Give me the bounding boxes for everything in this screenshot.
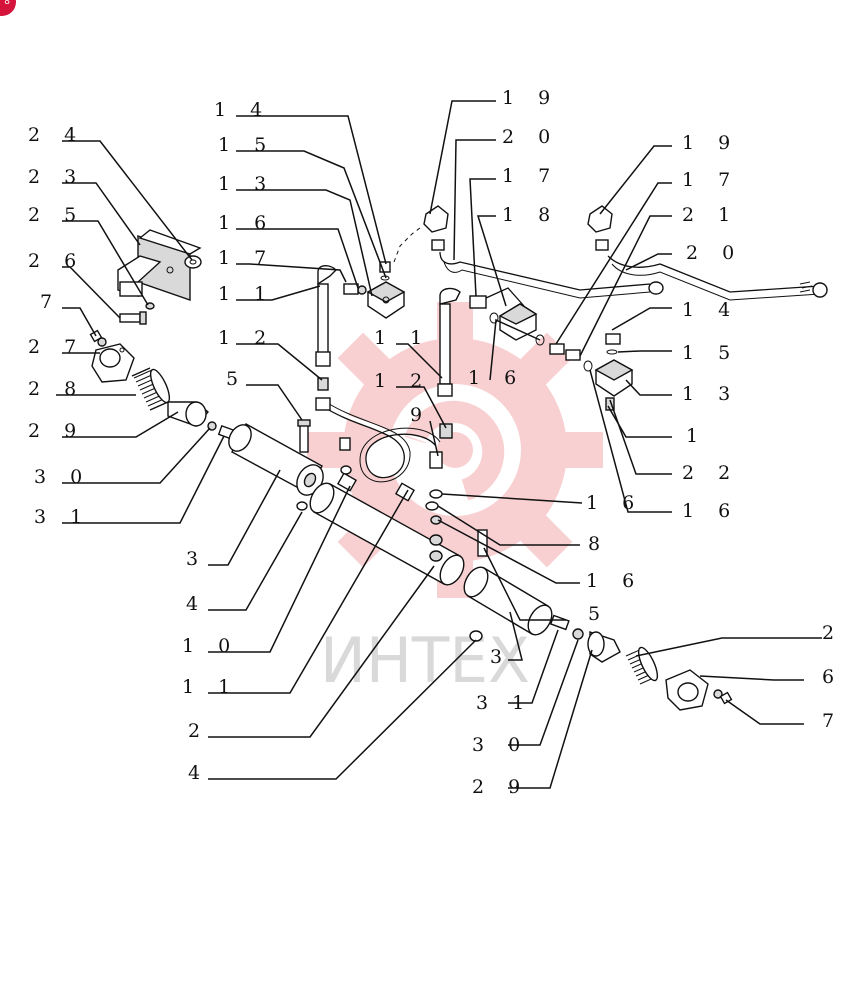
washer-part (429, 489, 443, 499)
cylinder-part (228, 423, 324, 496)
oring-part (606, 349, 618, 355)
callout-2: 2 (188, 720, 209, 742)
callout-17-center: 1 7 (502, 165, 559, 187)
callout-13-right: 1 3 (682, 383, 739, 405)
bracket-part (117, 229, 202, 301)
washer-part (430, 515, 442, 525)
callout-24: 2 4 (28, 124, 85, 146)
spring-part (131, 367, 171, 411)
callout-1: 1 (686, 425, 707, 447)
callout-28-right: 2 8 (822, 622, 856, 644)
washer-part (340, 465, 352, 475)
callout-31-right: 3 1 (476, 692, 533, 714)
elbow-fitting-part (587, 205, 613, 251)
callout-3-left: 3 (186, 548, 207, 570)
callout-4-lower: 4 (188, 762, 209, 784)
bolt-part (119, 311, 147, 325)
hose-part (315, 265, 337, 391)
callout-26: 2 6 (28, 250, 85, 272)
nut-part (296, 501, 308, 511)
callout-7-left: 7 (40, 291, 61, 313)
callout-29-left: 2 9 (28, 420, 85, 442)
callout-16-center: 1 6 (468, 367, 525, 389)
callout-12-left: 1 2 (218, 327, 275, 349)
callout-6: 6 (822, 666, 843, 688)
callout-31-left: 3 1 (34, 506, 91, 528)
washer-part (425, 501, 439, 511)
fitting-part (565, 349, 581, 361)
plunger-part (587, 631, 621, 663)
callout-5-right: 5 (588, 603, 609, 625)
oring-part (572, 628, 584, 640)
cylinder-part (309, 472, 465, 586)
callout-15-left: 1 5 (218, 134, 275, 156)
nut-part (184, 255, 202, 269)
spring-part (625, 646, 659, 685)
oring-part (583, 360, 593, 372)
callout-19-right: 1 9 (682, 132, 739, 154)
callout-18: 1 8 (502, 204, 559, 226)
callout-7-right: 7 (822, 710, 843, 732)
callout-30-left: 3 0 (34, 466, 91, 488)
leader-lines (56, 100, 822, 789)
callout-17-right: 1 7 (682, 169, 739, 191)
callout-15-right: 1 5 (682, 342, 739, 364)
callout-10: 1 0 (182, 635, 239, 657)
bolt-part (297, 419, 311, 453)
callout-22: 2 2 (682, 462, 739, 484)
callout-11-left: 1 1 (218, 283, 275, 305)
nut-part (469, 630, 483, 642)
fitting-part (549, 343, 565, 355)
callout-16-mid-lower: 1 6 (586, 570, 643, 592)
watermark-text: ИНТЕХ (320, 624, 530, 697)
callout-19-left: 1 9 (502, 87, 559, 109)
callout-28-left: 2 8 (28, 378, 85, 400)
oring-part (535, 334, 545, 346)
callout-21: 2 1 (682, 204, 739, 226)
callout-25: 2 5 (28, 204, 85, 226)
callout-5-left: 5 (226, 368, 247, 390)
callout-16-mid-upper: 1 6 (586, 492, 643, 514)
callout-12-center: 1 2 (374, 370, 431, 392)
callout-20-left: 2 0 (502, 126, 559, 148)
fitting-part (343, 283, 359, 295)
callout-4-upper: 4 (186, 593, 207, 615)
callout-20-right: 2 0 (686, 242, 743, 264)
valve-block-part (594, 359, 634, 397)
callout-8: 8 (588, 533, 609, 555)
callout-14-right: 1 4 (682, 299, 739, 321)
callout-23: 2 3 (28, 166, 85, 188)
callout-16-right-lower: 1 6 (682, 500, 739, 522)
screw-part (89, 329, 107, 347)
end-cap-part (91, 343, 135, 383)
hose-loop-part (315, 397, 443, 483)
callout-16-top: 1 6 (218, 212, 275, 234)
hose-part (437, 287, 461, 439)
valve-part (549, 614, 570, 631)
plunger-part (167, 401, 209, 427)
valve-block-part (366, 281, 406, 319)
callout-9: 9 (410, 404, 431, 426)
oring-part (357, 285, 367, 295)
callout-labels: 2 4 2 3 2 5 2 6 7 2 7 2 8 2 9 3 0 3 1 3 … (28, 87, 856, 798)
banjo-part (469, 287, 538, 341)
callout-17-left: 1 7 (218, 247, 275, 269)
callout-11-center: 1 1 (374, 327, 431, 349)
oring-part (489, 312, 499, 324)
callout-14-left: 1 4 (214, 99, 271, 121)
callout-11-lower: 1 1 (182, 676, 239, 698)
elbow-fitting-part (423, 205, 449, 251)
callout-30-right: 3 0 (472, 734, 529, 756)
callout-3-right: 3 (490, 646, 511, 668)
dashed-line (393, 227, 421, 263)
end-cap-part (665, 669, 709, 711)
callout-13-left: 1 3 (218, 173, 275, 195)
callout-29-right: 2 9 (472, 776, 529, 798)
callout-27: 2 7 (28, 336, 85, 358)
plug-part (605, 333, 621, 345)
tube-part (607, 255, 828, 301)
